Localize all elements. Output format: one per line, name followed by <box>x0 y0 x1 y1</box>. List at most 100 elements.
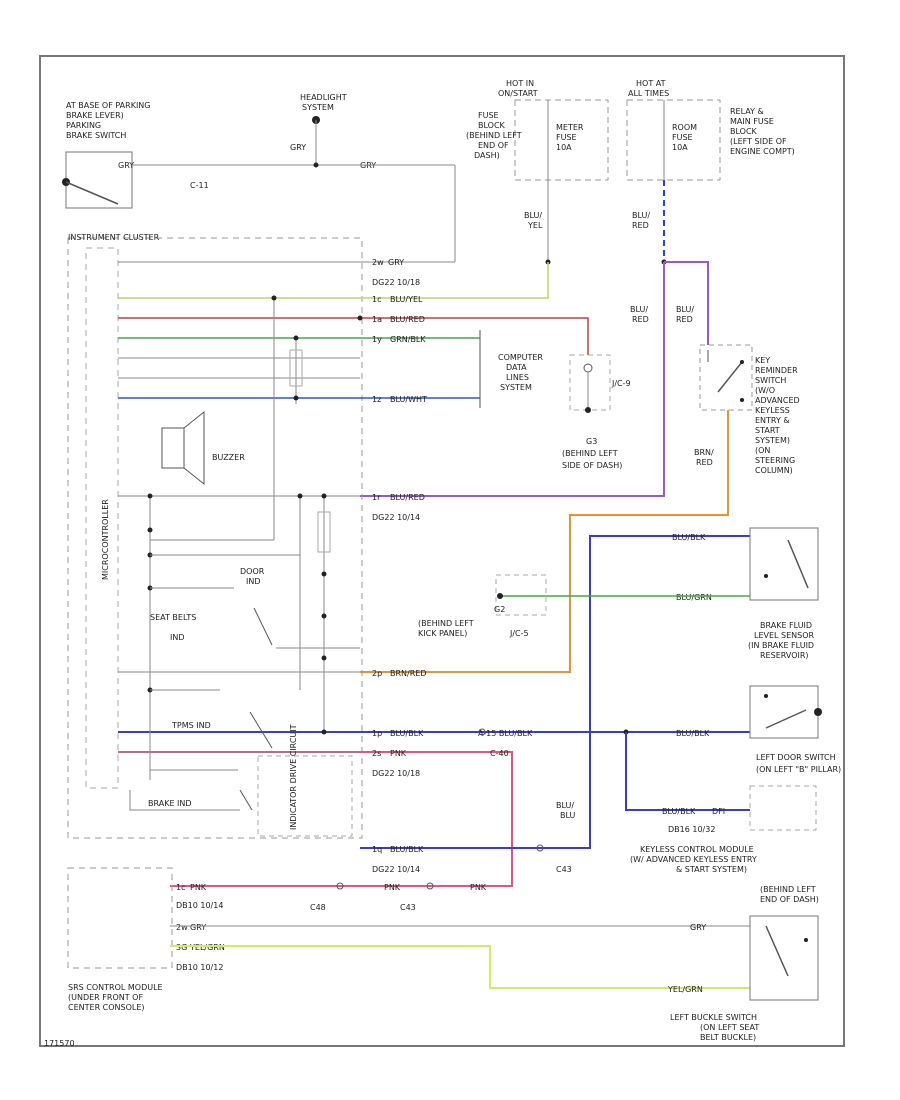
fuse-block: HOT IN ON/START FUSE BLOCK (BEHIND LEFT … <box>466 79 609 181</box>
svg-text:LEFT DOOR SWITCH: LEFT DOOR SWITCH <box>756 753 836 762</box>
svg-text:(W/ ADVANCED KEYLESS ENTRY: (W/ ADVANCED KEYLESS ENTRY <box>630 855 757 864</box>
svg-text:BLU: BLU <box>560 811 576 820</box>
svg-text:C-40: C-40 <box>490 749 509 758</box>
svg-text:BLOCK: BLOCK <box>730 127 758 136</box>
svg-text:1p: 1p <box>372 729 382 738</box>
svg-text:1r: 1r <box>372 493 381 502</box>
svg-text:DOOR: DOOR <box>240 567 265 576</box>
left-door-switch: A-15 BLU/BLK BLU/BLK LEFT DOOR SWITCH (O… <box>478 685 841 774</box>
svg-text:DG22 10/18: DG22 10/18 <box>372 278 420 287</box>
svg-text:SYSTEM: SYSTEM <box>500 383 532 392</box>
svg-text:HEADLIGHT: HEADLIGHT <box>300 93 347 102</box>
svg-text:BLU/RED: BLU/RED <box>390 493 425 502</box>
svg-text:BLU/: BLU/ <box>676 305 694 314</box>
svg-text:BUZZER: BUZZER <box>212 453 245 462</box>
svg-text:END OF: END OF <box>478 141 509 150</box>
svg-text:DB10 10/12: DB10 10/12 <box>176 963 223 972</box>
svg-text:& START SYSTEM): & START SYSTEM) <box>676 865 747 874</box>
svg-text:HOT IN: HOT IN <box>506 79 534 88</box>
svg-text:SEAT BELTS: SEAT BELTS <box>150 613 196 622</box>
svg-text:BRAKE FLUID: BRAKE FLUID <box>760 621 812 630</box>
svg-text:10A: 10A <box>672 143 688 152</box>
svg-text:GRN/BLK: GRN/BLK <box>390 335 426 344</box>
svg-text:KICK PANEL): KICK PANEL) <box>418 629 467 638</box>
svg-text:BELT BUCKLE): BELT BUCKLE) <box>700 1033 756 1042</box>
svg-text:G2: G2 <box>494 605 505 614</box>
srs-control-module: SRS CONTROL MODULE (UNDER FRONT OF CENTE… <box>67 728 572 1012</box>
svg-text:IND: IND <box>246 577 261 586</box>
svg-text:ENTRY &: ENTRY & <box>755 416 790 425</box>
instrument-cluster: INSTRUMENT CLUSTER MICROCONTROLLER <box>67 233 363 839</box>
svg-text:BLU/BLK: BLU/BLK <box>390 845 424 854</box>
svg-text:BLU/: BLU/ <box>632 211 650 220</box>
svg-text:2w: 2w <box>372 258 384 267</box>
svg-text:GRY: GRY <box>118 161 134 170</box>
svg-text:ADVANCED: ADVANCED <box>755 396 800 405</box>
svg-text:DG22 10/14: DG22 10/14 <box>372 513 420 522</box>
svg-text:(BEHIND LEFT: (BEHIND LEFT <box>466 131 522 140</box>
svg-text:RED: RED <box>676 315 693 324</box>
svg-text:COMPUTER: COMPUTER <box>498 353 543 362</box>
svg-text:CENTER CONSOLE): CENTER CONSOLE) <box>68 1003 145 1012</box>
svg-text:1y: 1y <box>372 335 382 344</box>
svg-text:TPMS IND: TPMS IND <box>171 721 211 730</box>
svg-text:PNK: PNK <box>190 883 207 892</box>
svg-text:RED: RED <box>696 458 713 467</box>
svg-text:BRAKE LEVER): BRAKE LEVER) <box>66 111 124 120</box>
svg-text:END OF DASH): END OF DASH) <box>760 895 819 904</box>
keyless-control-module: BLU/BLK DFI DB16 10/32 KEYLESS CONTROL M… <box>625 732 819 904</box>
key-reminder-switch: KEY REMINDER SWITCH (W/O ADVANCED KEYLES… <box>699 344 800 475</box>
svg-text:BRN/: BRN/ <box>694 448 714 457</box>
svg-text:PNK: PNK <box>384 883 401 892</box>
splice-icon <box>583 363 593 373</box>
svg-text:SWITCH: SWITCH <box>755 376 786 385</box>
svg-text:DB16 10/32: DB16 10/32 <box>668 825 715 834</box>
svg-text:MAIN FUSE: MAIN FUSE <box>730 117 774 126</box>
svg-text:GRY: GRY <box>290 143 306 152</box>
svg-text:ROOM: ROOM <box>672 123 697 132</box>
ground-icon <box>497 593 503 599</box>
diagram-id: 171570 <box>44 1039 75 1048</box>
svg-text:1z: 1z <box>372 395 381 404</box>
svg-text:(UNDER FRONT OF: (UNDER FRONT OF <box>68 993 143 1002</box>
svg-text:J/C-5: J/C-5 <box>509 629 529 638</box>
svg-text:C-11: C-11 <box>190 181 209 190</box>
svg-text:3G: 3G <box>176 943 187 952</box>
svg-text:KEYLESS CONTROL MODULE: KEYLESS CONTROL MODULE <box>640 845 754 854</box>
svg-text:C43: C43 <box>556 865 572 874</box>
svg-text:C48: C48 <box>310 903 326 912</box>
svg-text:LEVEL SENSOR: LEVEL SENSOR <box>754 631 815 640</box>
svg-text:A-15 BLU/BLK: A-15 BLU/BLK <box>478 729 533 738</box>
svg-text:10A: 10A <box>556 143 572 152</box>
svg-text:DASH): DASH) <box>474 151 500 160</box>
svg-text:STEERING: STEERING <box>755 456 795 465</box>
parking-brake-switch: AT BASE OF PARKING BRAKE LEVER) PARKING … <box>62 101 209 209</box>
svg-text:METER: METER <box>556 123 584 132</box>
svg-text:PNK: PNK <box>390 749 407 758</box>
svg-text:YEL/GRN: YEL/GRN <box>667 985 703 994</box>
svg-text:COLUMN): COLUMN) <box>755 466 793 475</box>
svg-text:GRY: GRY <box>190 923 206 932</box>
svg-text:BLU/BLK: BLU/BLK <box>676 729 710 738</box>
diagram-frame <box>39 55 845 1047</box>
svg-text:C43: C43 <box>400 903 416 912</box>
svg-text:RED: RED <box>632 221 649 230</box>
svg-text:BLU/BLK: BLU/BLK <box>672 533 706 542</box>
cluster-internal: BUZZER DOOR IND SEAT BELTS IND TPMS IND … <box>129 295 360 837</box>
svg-text:BLU/WHT: BLU/WHT <box>390 395 427 404</box>
computer-data-lines: COMPUTER DATA LINES SYSTEM J/C-9 G3 (BEH… <box>479 330 631 470</box>
svg-text:KEYLESS: KEYLESS <box>755 406 790 415</box>
svg-text:BLU/BLK: BLU/BLK <box>390 729 424 738</box>
svg-text:GRY: GRY <box>690 923 706 932</box>
svg-text:J/C-9: J/C-9 <box>611 379 631 388</box>
ground-icon <box>585 407 591 413</box>
svg-text:BLU/RED: BLU/RED <box>390 315 425 324</box>
svg-text:PARKING: PARKING <box>66 121 101 130</box>
svg-text:DFI: DFI <box>712 807 725 816</box>
svg-text:BRN/RED: BRN/RED <box>390 669 427 678</box>
svg-text:SIDE OF DASH): SIDE OF DASH) <box>562 461 622 470</box>
svg-text:(ON LEFT "B" PILLAR): (ON LEFT "B" PILLAR) <box>756 765 841 774</box>
svg-text:MICROCONTROLLER: MICROCONTROLLER <box>101 499 110 580</box>
svg-text:BLU/YEL: BLU/YEL <box>390 295 423 304</box>
